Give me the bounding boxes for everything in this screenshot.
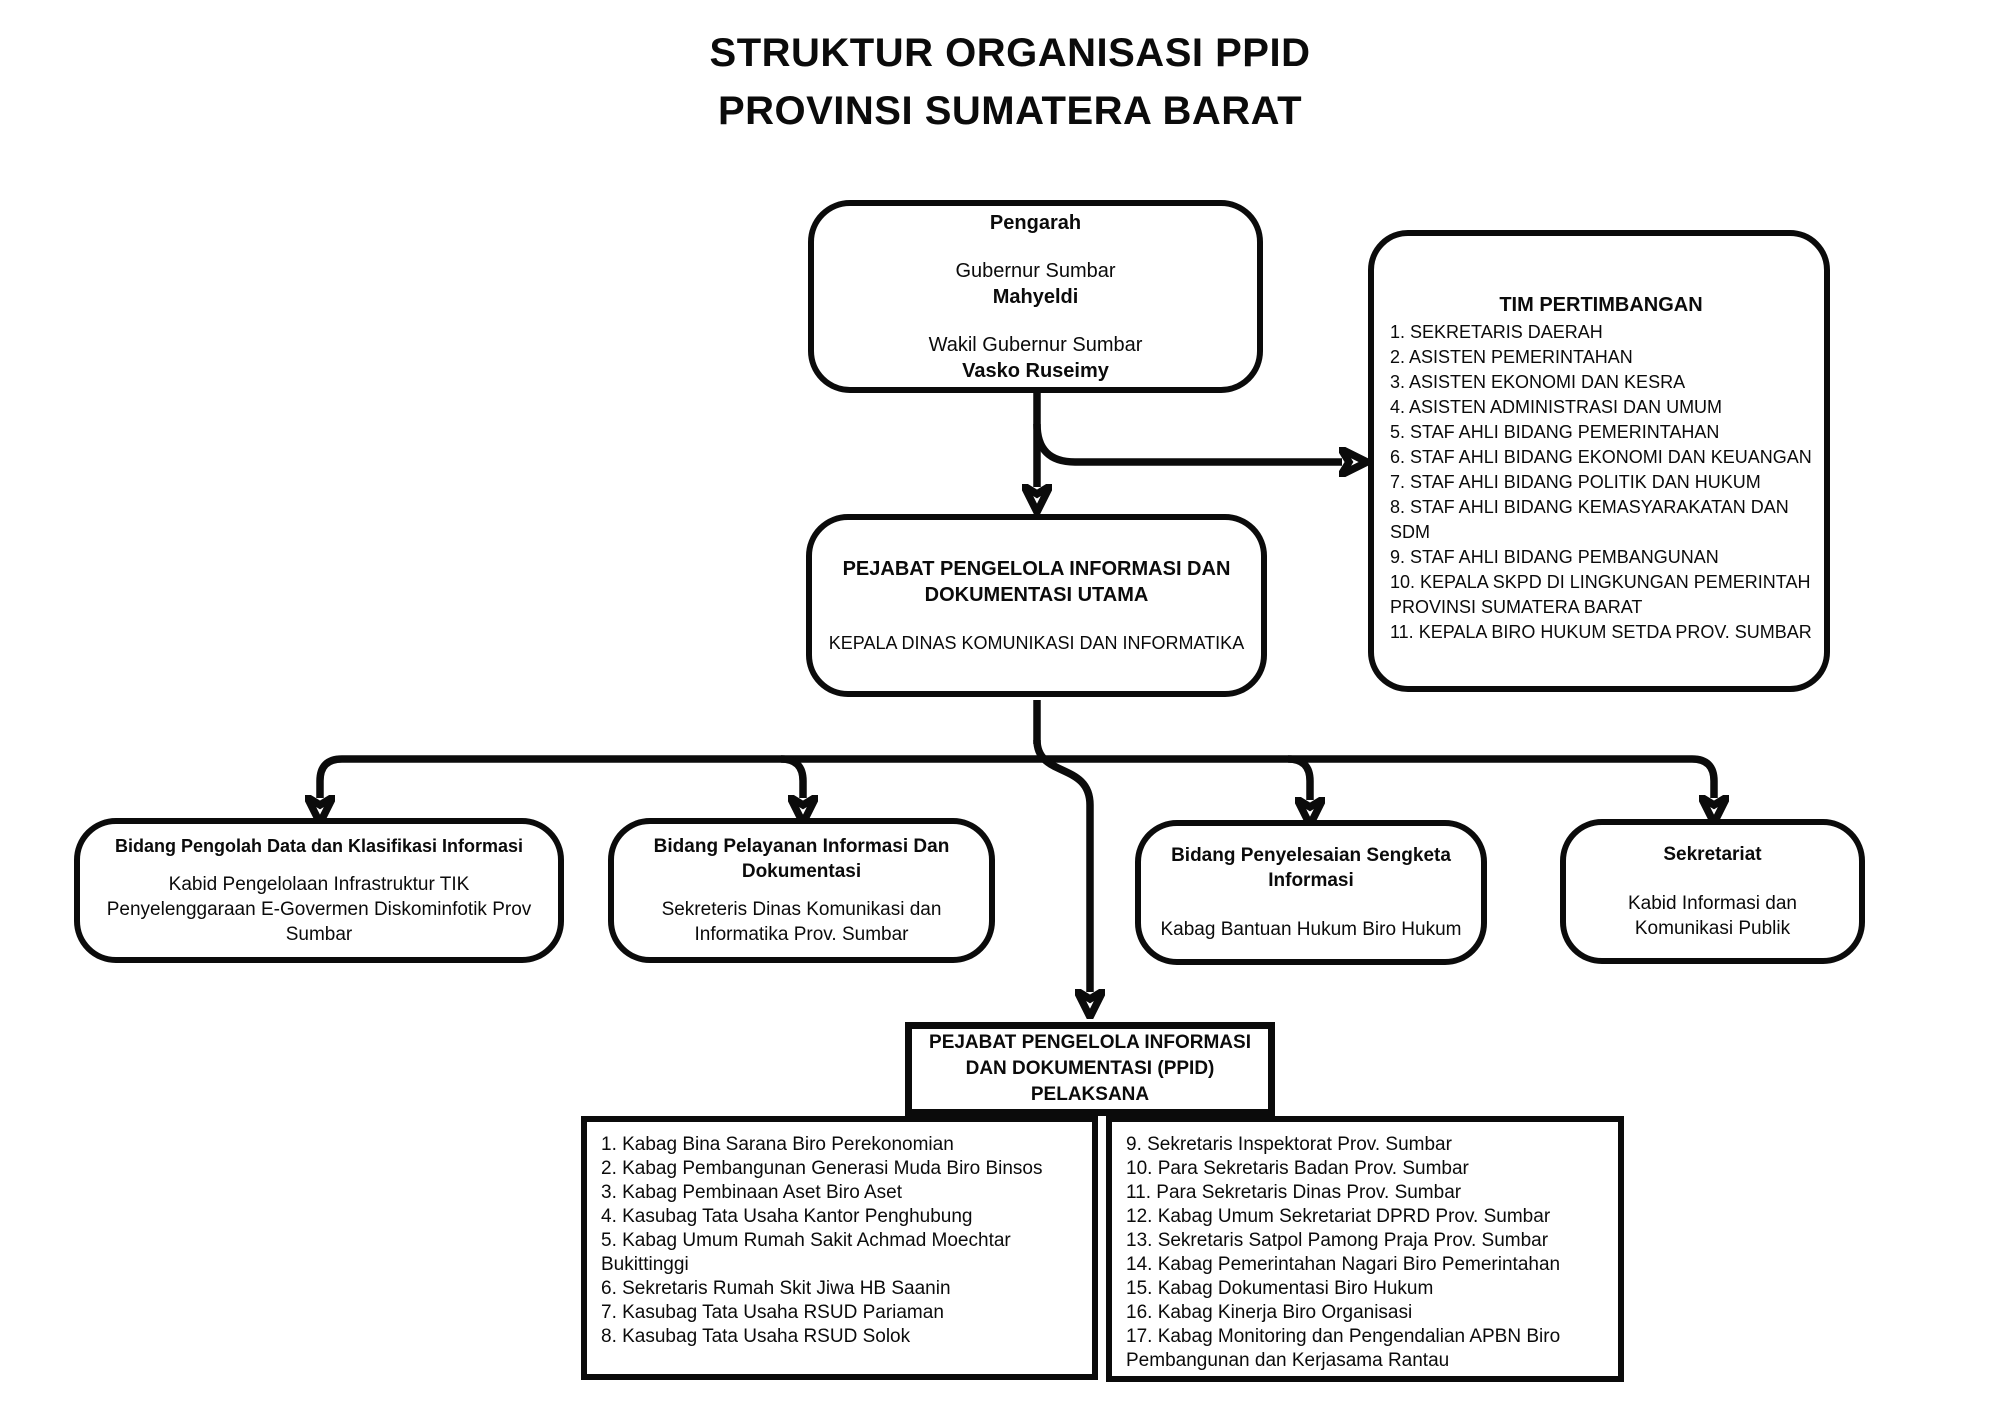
pengarah-role-gubernur: Gubernur Sumbar bbox=[955, 259, 1116, 282]
tim-pertimbangan-item: 8. STAF AHLI BIDANG KEMASYARAKATAN DAN S… bbox=[1390, 497, 1789, 542]
pelaksana-item: 15. Kabag Dokumentasi Biro Hukum bbox=[1126, 1278, 1434, 1299]
connector-drop-bidang-pelayanan bbox=[780, 755, 803, 798]
pelaksana-item: 7. Kasubag Tata Usaha RSUD Pariaman bbox=[601, 1302, 944, 1323]
connector-pengarah-to-tim-pertimbangan bbox=[1033, 423, 1342, 462]
page-title: STRUKTUR ORGANISASI PPID PROVINSI SUMATE… bbox=[450, 24, 1570, 140]
tim-pertimbangan-item: 11. KEPALA BIRO HUKUM SETDA PROV. SUMBAR bbox=[1390, 622, 1812, 642]
pelaksana-item: 17. Kabag Monitoring dan Pengendalian AP… bbox=[1126, 1326, 1561, 1371]
box-bidang-pelayanan-informasi: Bidang Pelayanan Informasi Dan Dokumenta… bbox=[608, 818, 995, 963]
pelaksana-item: 11. Para Sekretaris Dinas Prov. Sumbar bbox=[1126, 1182, 1462, 1203]
bidang-pelayanan-informasi-subtitle: Sekreteris Dinas Komunikasi dan Informat… bbox=[661, 899, 942, 945]
bidang-penyelesaian-sengketa-subtitle: Kabag Bantuan Hukum Biro Hukum bbox=[1160, 919, 1462, 940]
tim-pertimbangan-item: 6. STAF AHLI BIDANG EKONOMI DAN KEUANGAN bbox=[1390, 447, 1812, 467]
ppid-pelaksana-list-right: 9. Sekretaris Inspektorat Prov. Sumbar 1… bbox=[1106, 1116, 1624, 1382]
pelaksana-item: 12. Kabag Umum Sekretariat DPRD Prov. Su… bbox=[1126, 1206, 1551, 1227]
page-title-line1: STRUKTUR ORGANISASI PPID bbox=[709, 31, 1311, 75]
pelaksana-item: 3. Kabag Pembinaan Aset Biro Aset bbox=[601, 1182, 903, 1203]
bidang-pengolah-data-heading: Bidang Pengolah Data dan Klasifikasi Inf… bbox=[114, 836, 524, 856]
pelaksana-item: 16. Kabag Kinerja Biro Organisasi bbox=[1126, 1302, 1413, 1323]
tim-pertimbangan-item: 9. STAF AHLI BIDANG PEMBANGUNAN bbox=[1390, 547, 1719, 567]
box-ppid-pelaksana: PEJABAT PENGELOLA INFORMASI DAN DOKUMENT… bbox=[905, 1022, 1275, 1116]
box-pengarah: Pengarah Gubernur Sumbar Mahyeldi Wakil … bbox=[808, 200, 1263, 393]
pelaksana-item: 10. Para Sekretaris Badan Prov. Sumbar bbox=[1126, 1158, 1469, 1179]
page-title-line2: PROVINSI SUMATERA BARAT bbox=[717, 89, 1303, 133]
pelaksana-item: 14. Kabag Pemerintahan Nagari Biro Pemer… bbox=[1126, 1254, 1561, 1275]
box-ppid-utama: PEJABAT PENGELOLA INFORMASI DAN DOKUMENT… bbox=[806, 514, 1267, 697]
pelaksana-item: 2. Kabag Pembangunan Generasi Muda Biro … bbox=[601, 1158, 1043, 1179]
tim-pertimbangan-item: 1. SEKRETARIS DAERAH bbox=[1390, 322, 1603, 342]
sekretariat-subtitle: Kabid Informasi dan Komunikasi Publik bbox=[1628, 893, 1797, 939]
pelaksana-item: 8. Kasubag Tata Usaha RSUD Solok bbox=[601, 1326, 911, 1347]
tim-pertimbangan-heading: TIM PERTIMBANGAN bbox=[1499, 294, 1703, 316]
pengarah-heading: Pengarah bbox=[989, 211, 1082, 234]
tim-pertimbangan-item: 2. ASISTEN PEMERINTAHAN bbox=[1390, 347, 1633, 367]
tim-pertimbangan-item: 10. KEPALA SKPD DI LINGKUNGAN PEMERINTAH… bbox=[1390, 572, 1811, 617]
connector-utama-to-pelaksana bbox=[1033, 739, 1090, 992]
box-tim-pertimbangan: TIM PERTIMBANGAN 1. SEKRETARIS DAERAH 2.… bbox=[1368, 230, 1830, 692]
pelaksana-item: 1. Kabag Bina Sarana Biro Perekonomian bbox=[601, 1134, 954, 1155]
box-bidang-pengolah-data: Bidang Pengolah Data dan Klasifikasi Inf… bbox=[74, 818, 564, 963]
pelaksana-item: 5. Kabag Umum Rumah Sakit Achmad Moechta… bbox=[601, 1230, 1011, 1275]
ppid-utama-heading: PEJABAT PENGELOLA INFORMASI DAN DOKUMENT… bbox=[842, 557, 1231, 606]
ppid-pelaksana-heading: PEJABAT PENGELOLA INFORMASI DAN DOKUMENT… bbox=[929, 1032, 1251, 1105]
ppid-utama-subtitle: KEPALA DINAS KOMUNIKASI DAN INFORMATIKA bbox=[828, 632, 1245, 653]
pengarah-name-wakil: Vasko Ruseimy bbox=[962, 359, 1109, 382]
tim-pertimbangan-item: 3. ASISTEN EKONOMI DAN KESRA bbox=[1390, 372, 1686, 392]
pelaksana-item: 9. Sekretaris Inspektorat Prov. Sumbar bbox=[1126, 1134, 1452, 1155]
connector-branch-horizontal bbox=[320, 755, 1714, 798]
pelaksana-item: 13. Sekretaris Satpol Pamong Praja Prov.… bbox=[1126, 1230, 1549, 1251]
bidang-penyelesaian-sengketa-heading: Bidang Penyelesaian Sengketa Informasi bbox=[1171, 845, 1451, 891]
tim-pertimbangan-item: 7. STAF AHLI BIDANG POLITIK DAN HUKUM bbox=[1390, 472, 1761, 492]
bidang-pelayanan-informasi-heading: Bidang Pelayanan Informasi Dan Dokumenta… bbox=[653, 836, 950, 882]
pelaksana-item: 4. Kasubag Tata Usaha Kantor Penghubung bbox=[601, 1206, 973, 1227]
box-bidang-penyelesaian-sengketa: Bidang Penyelesaian Sengketa Informasi K… bbox=[1135, 820, 1487, 965]
tim-pertimbangan-item: 5. STAF AHLI BIDANG PEMERINTAHAN bbox=[1390, 422, 1720, 442]
pengarah-name-gubernur: Mahyeldi bbox=[992, 285, 1079, 308]
pelaksana-item: 6. Sekretaris Rumah Skit Jiwa HB Saanin bbox=[601, 1278, 951, 1299]
box-sekretariat: Sekretariat Kabid Informasi dan Komunika… bbox=[1560, 819, 1865, 964]
sekretariat-heading: Sekretariat bbox=[1663, 844, 1762, 865]
tim-pertimbangan-item: 4. ASISTEN ADMINISTRASI DAN UMUM bbox=[1390, 397, 1723, 417]
connector-drop-bidang-sengketa bbox=[1287, 755, 1310, 800]
pengarah-role-wakil: Wakil Gubernur Sumbar bbox=[928, 333, 1143, 356]
bidang-pengolah-data-subtitle: Kabid Pengelolaan Infrastruktur TIK Peny… bbox=[106, 874, 532, 945]
ppid-pelaksana-list-left: 1. Kabag Bina Sarana Biro Perekonomian 2… bbox=[581, 1116, 1098, 1380]
